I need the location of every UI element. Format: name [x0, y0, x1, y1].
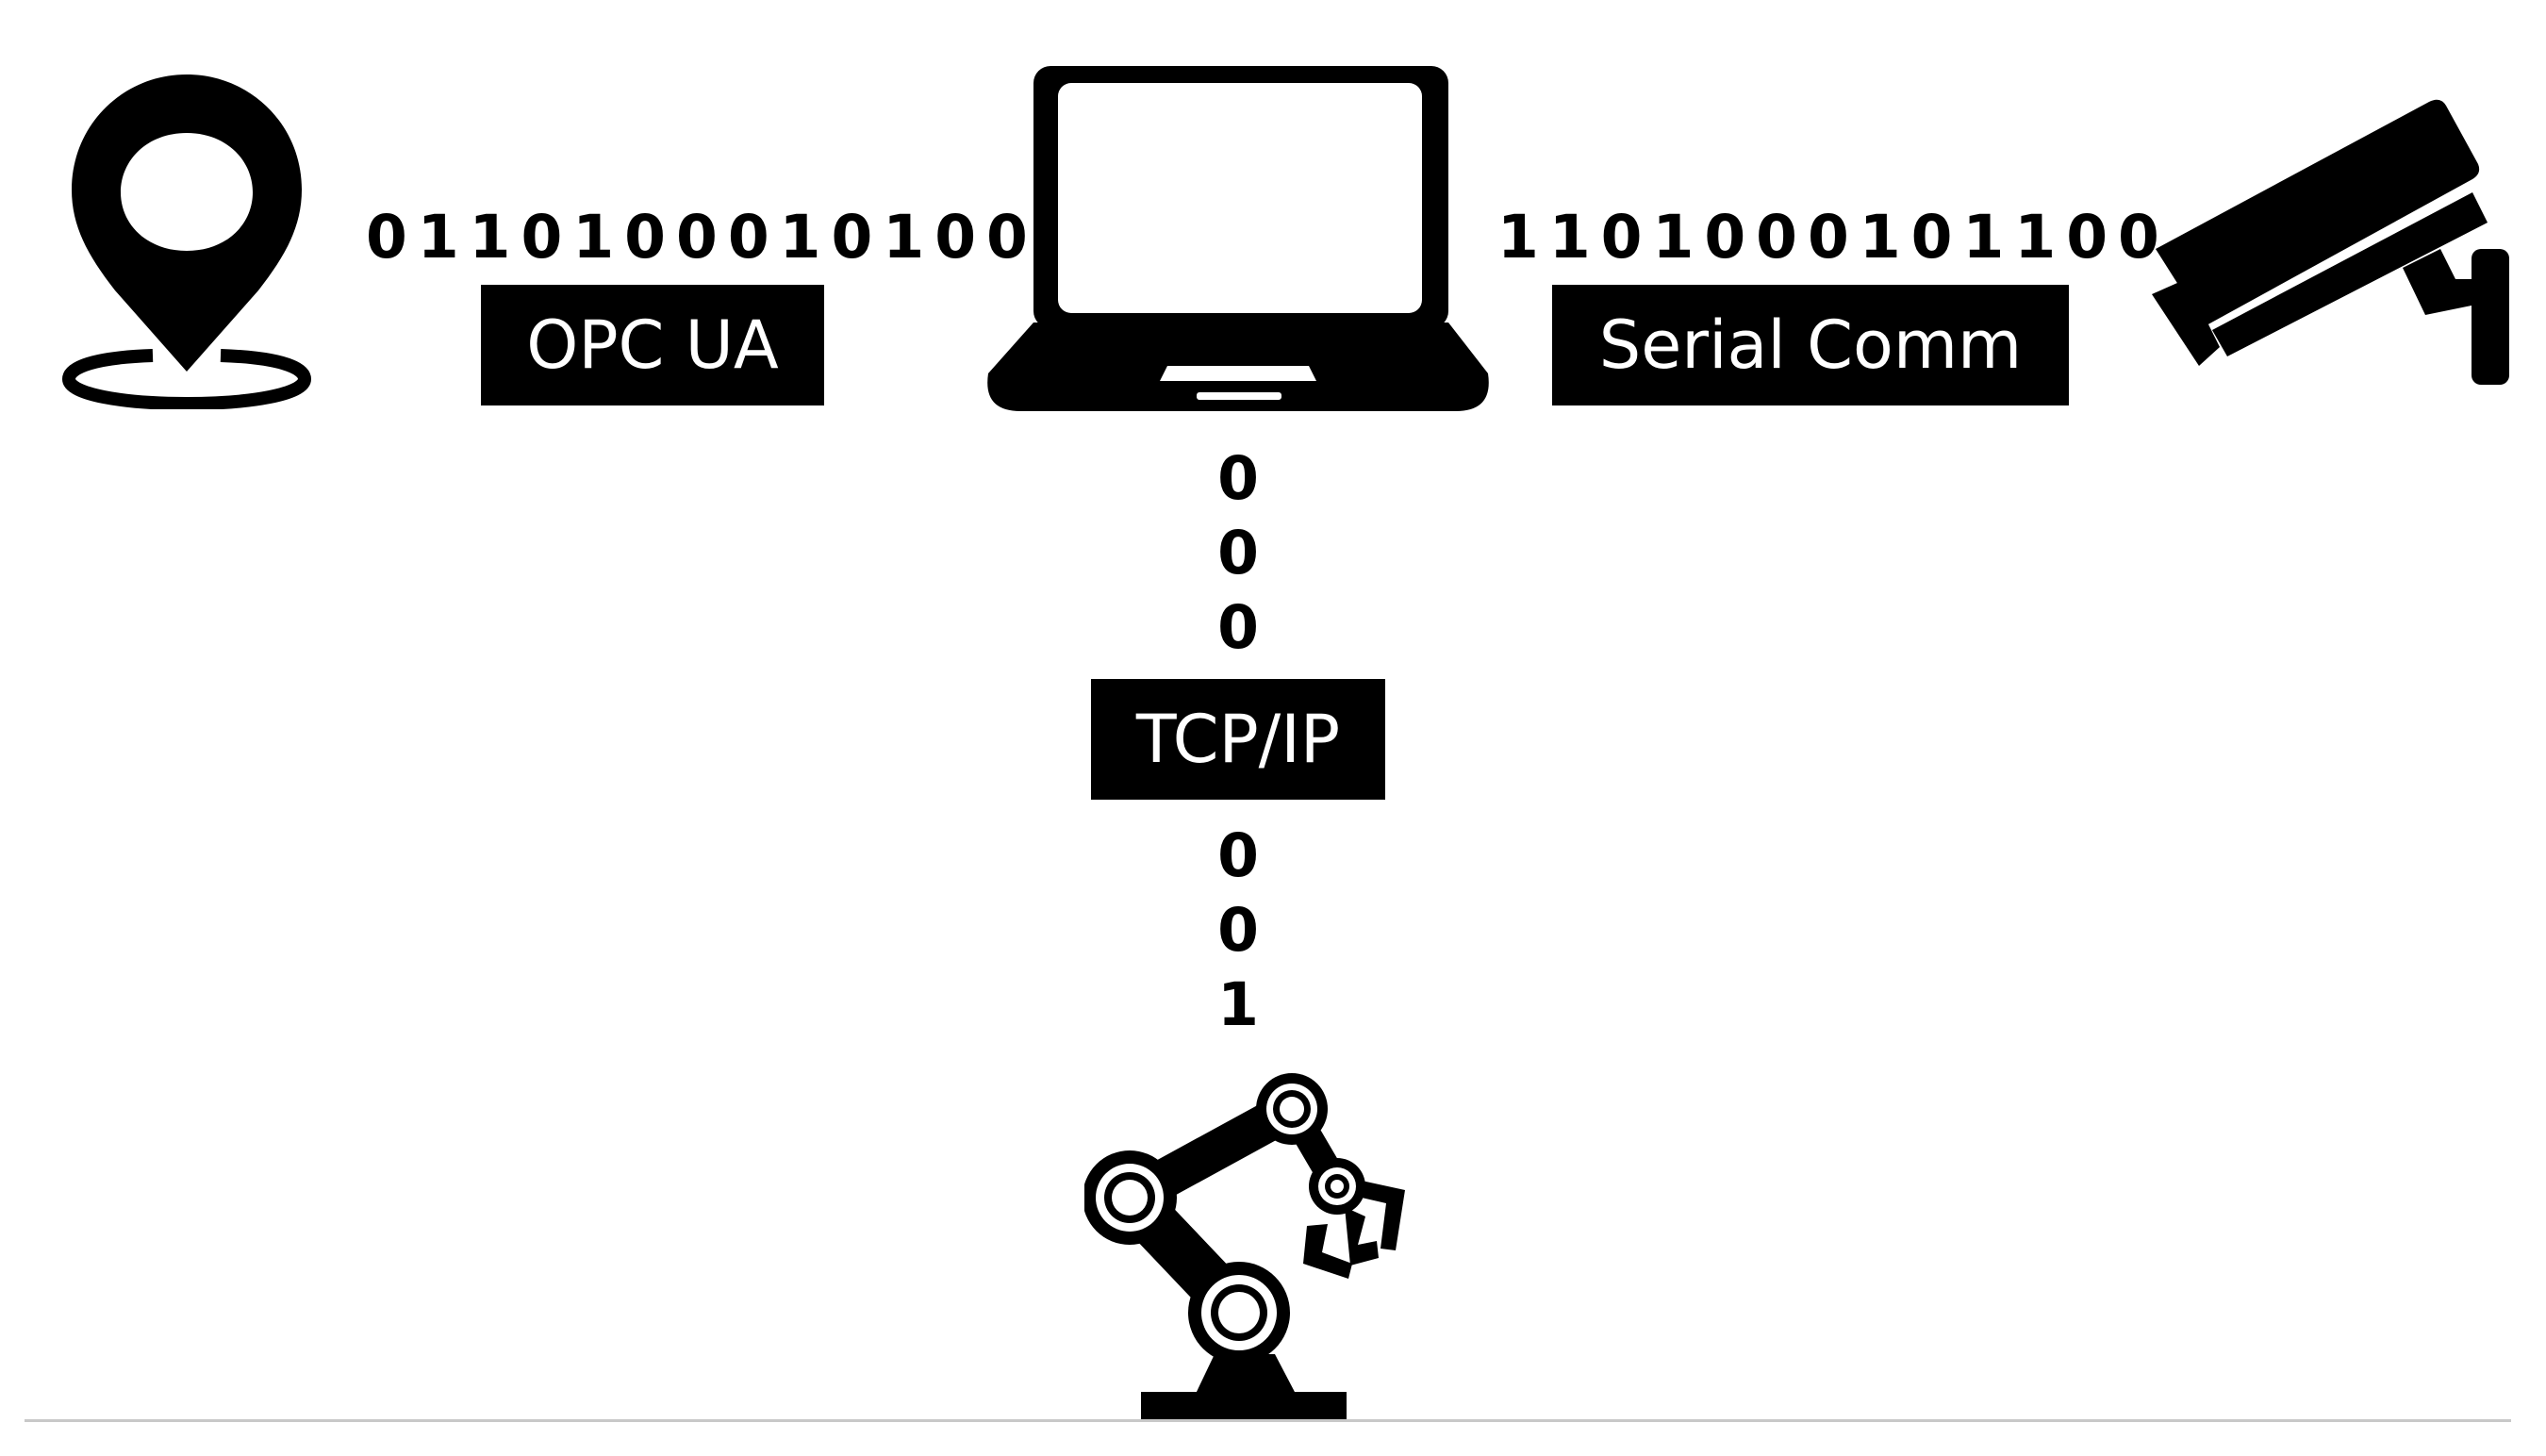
- tcp-ip-label: TCP/IP: [1091, 679, 1385, 800]
- serial-comm-bitstream: 1101000101100: [1497, 203, 2170, 272]
- tcp-bit: 0: [1217, 444, 1259, 513]
- serial-comm-label: Serial Comm: [1552, 285, 2069, 405]
- robot-arm-icon: [1084, 1066, 1405, 1424]
- opc-ua-bitstream: 0110100010100: [366, 203, 1038, 272]
- tcp-bit: 0: [1217, 896, 1259, 965]
- tcp-bit: 0: [1217, 821, 1259, 890]
- tcp-ip-bits-top: 0 0 0: [1196, 441, 1281, 665]
- laptop-icon: [984, 64, 1492, 415]
- tcp-bit: 0: [1217, 519, 1259, 587]
- baseline-divider: [25, 1419, 2511, 1422]
- location-pin-icon: [58, 72, 315, 409]
- tcp-ip-bits-bottom: 0 0 1: [1196, 819, 1281, 1042]
- security-camera-icon: [2146, 94, 2514, 389]
- opc-ua-label: OPC UA: [481, 285, 824, 405]
- tcp-bit: 0: [1217, 593, 1259, 662]
- tcp-bit: 1: [1217, 970, 1259, 1039]
